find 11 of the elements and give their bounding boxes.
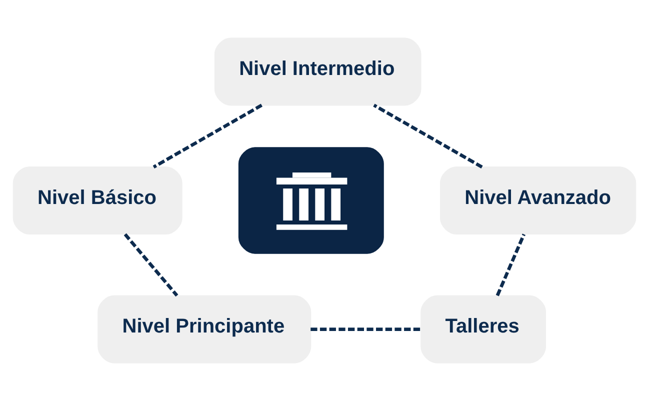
connector (373, 104, 483, 169)
node-box: Nivel Básico (12, 166, 182, 235)
connector (310, 328, 422, 331)
connector (152, 104, 263, 169)
node-box: Nivel Intermedio (214, 38, 422, 106)
node-picture (238, 147, 384, 254)
connector (496, 234, 526, 296)
node-box: Nivel Avanzado (440, 166, 636, 235)
node-box: Nivel Principante (98, 295, 312, 364)
connector (124, 233, 178, 297)
node-box: Talleres (420, 295, 546, 364)
